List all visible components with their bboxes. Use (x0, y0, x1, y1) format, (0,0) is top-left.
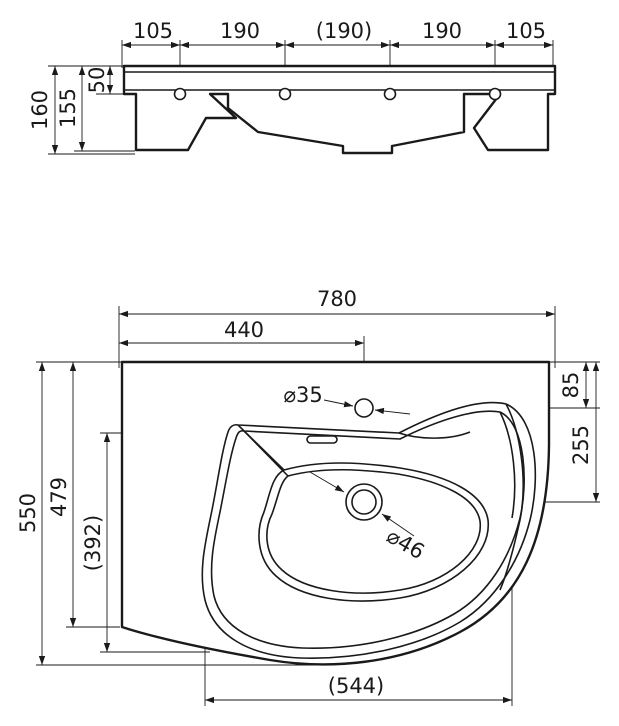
side-view-mounting-holes (173, 87, 502, 101)
dim-plan-440: 440 (224, 318, 264, 342)
dim-side-105-right: 105 (506, 19, 546, 43)
dim-plan-392: (392) (81, 515, 105, 571)
plan-shelf-edges (237, 403, 524, 591)
plan-diameter-leaders (309, 399, 415, 537)
dim-plan-550: 550 (16, 493, 40, 533)
plan-bowl-rim-inner (210, 410, 525, 649)
dim-plan-85: 85 (559, 372, 583, 399)
dim-side-155: 155 (56, 88, 80, 128)
dim-side-190-center: (190) (316, 19, 372, 43)
plan-bowl-inner-edge (266, 468, 481, 594)
plan-tap-hole (354, 398, 374, 418)
plan-drain-outer (345, 483, 383, 521)
dim-side-190-right: 190 (422, 19, 462, 43)
dim-plan-479: 479 (47, 477, 71, 517)
plan-view: 780 440 550 479 (392) 85 (16, 287, 600, 706)
plan-overflow-slot (306, 435, 338, 444)
side-view-basin-outline (122, 64, 557, 155)
plan-basin-outline (120, 360, 551, 666)
dim-plan-d35: ⌀35 (283, 383, 322, 407)
dim-side-50: 50 (85, 67, 109, 94)
side-view-left-dimension-lines (51, 66, 114, 154)
dim-plan-544: (544) (328, 674, 384, 698)
dim-side-160: 160 (28, 90, 52, 130)
plan-bowl-rim-outer (201, 401, 537, 659)
dim-side-190-left: 190 (220, 19, 260, 43)
dim-plan-255: 255 (569, 425, 593, 465)
plan-drain-inner (351, 489, 377, 515)
dim-side-105-left: 105 (133, 19, 173, 43)
dim-plan-780: 780 (317, 287, 357, 311)
plan-bowl-inner (258, 462, 489, 602)
plan-width-dimension (118, 306, 556, 368)
side-view: 105 190 (190) 190 105 160 155 50 (28, 19, 557, 155)
